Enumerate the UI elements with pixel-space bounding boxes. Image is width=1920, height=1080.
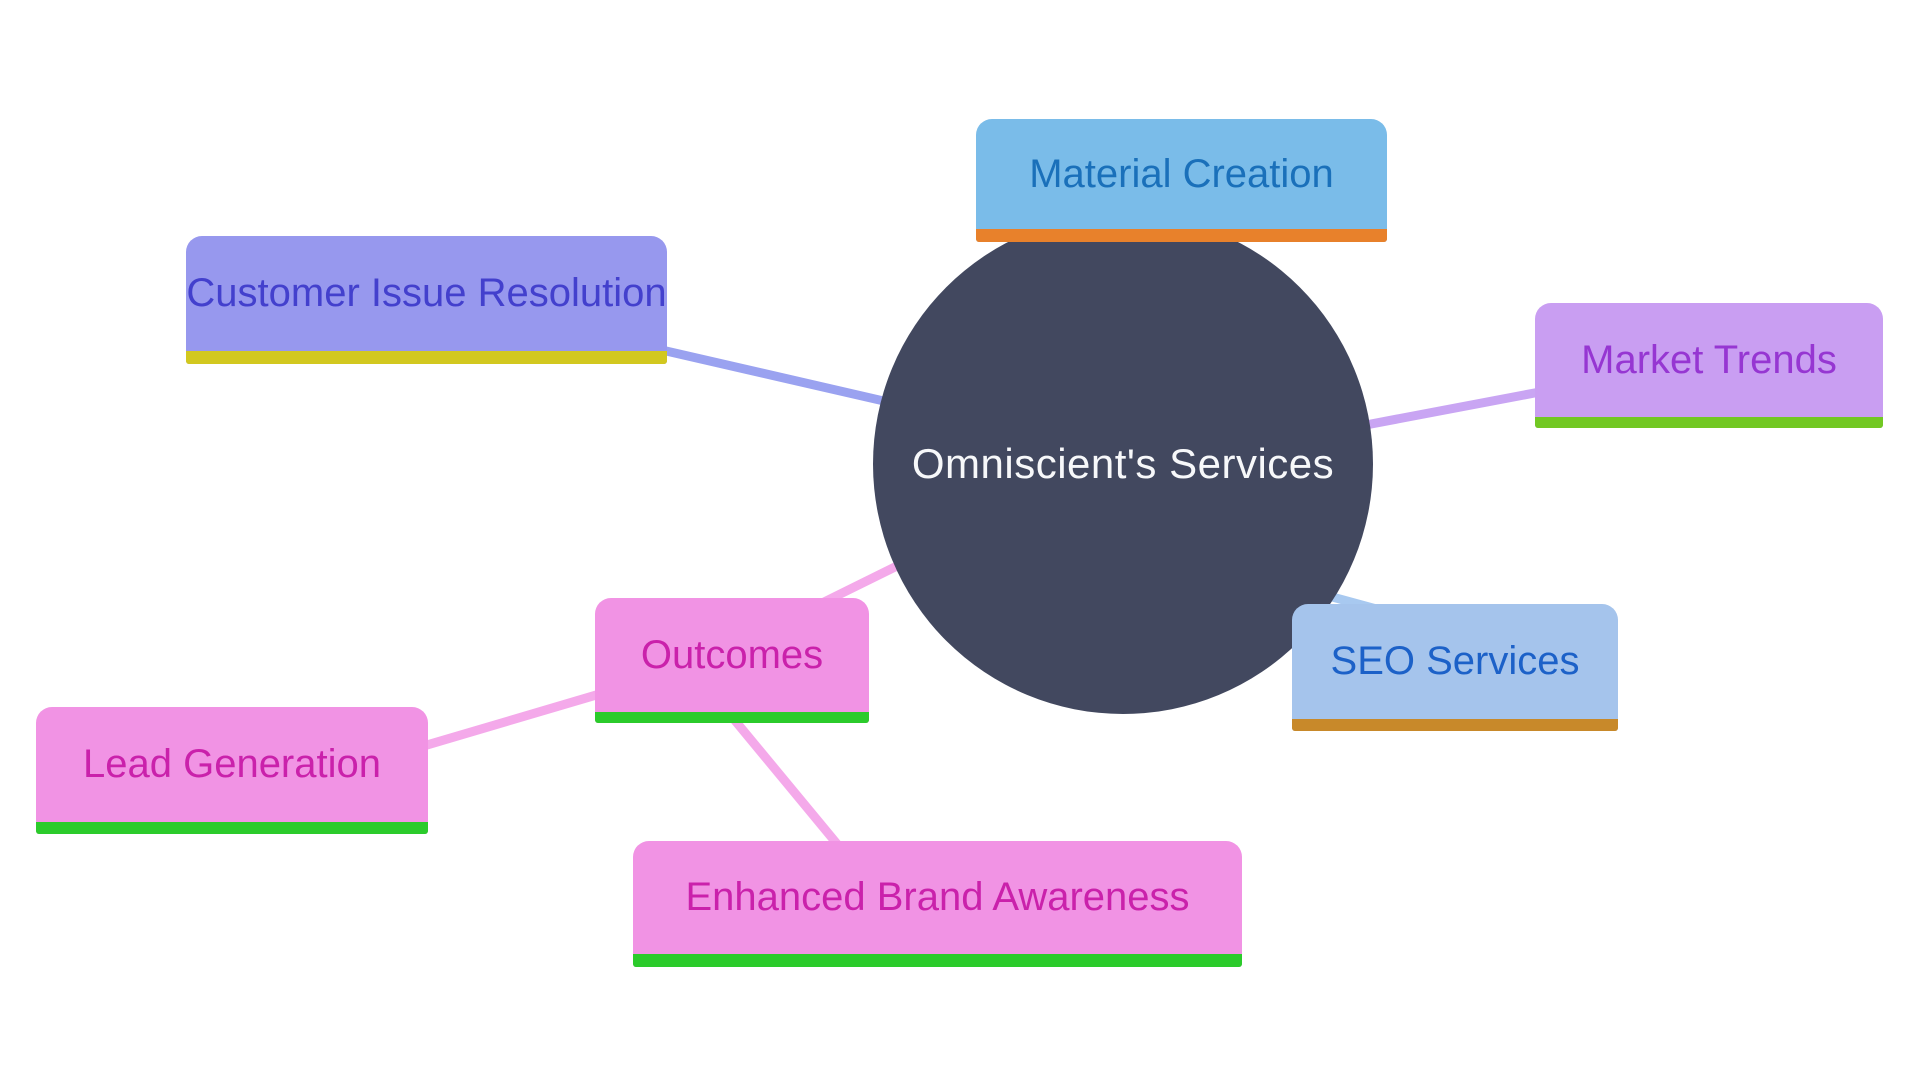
node-seo-services[interactable]: SEO Services xyxy=(1292,604,1618,731)
edge-central-market-trends xyxy=(1349,386,1546,433)
node-outcomes-label: Outcomes xyxy=(640,632,824,677)
central-node-label: Omniscient's Services xyxy=(911,440,1335,487)
node-material-creation-accent-bar xyxy=(976,229,1387,242)
node-customer-issue-resolution-accent-bar xyxy=(186,351,667,364)
node-customer-issue-resolution[interactable]: Customer Issue Resolution xyxy=(186,236,667,364)
node-customer-issue-resolution-label: Customer Issue Resolution xyxy=(186,271,667,315)
node-material-creation-label: Material Creation xyxy=(1029,151,1334,196)
node-enhanced-brand-awareness[interactable]: Enhanced Brand Awareness xyxy=(633,841,1242,967)
node-market-trends[interactable]: Market Trends xyxy=(1535,303,1883,428)
node-enhanced-brand-awareness-accent-bar xyxy=(633,954,1242,967)
node-lead-generation[interactable]: Lead Generation xyxy=(36,707,428,834)
edge-outcomes-lead-generation xyxy=(408,683,622,755)
central-node-omniscients-services[interactable]: Omniscient's Services xyxy=(873,214,1373,714)
node-enhanced-brand-awareness-label: Enhanced Brand Awareness xyxy=(685,875,1190,919)
node-lead-generation-label: Lead Generation xyxy=(82,742,381,786)
node-lead-generation-accent-bar xyxy=(36,822,428,834)
node-outcomes-accent-bar xyxy=(595,712,869,723)
node-material-creation[interactable]: Material Creation xyxy=(976,119,1387,242)
node-market-trends-label: Market Trends xyxy=(1581,337,1837,382)
node-market-trends-accent-bar xyxy=(1535,417,1883,428)
edge-outcomes-enhanced-brand-awareness xyxy=(714,697,856,865)
node-outcomes[interactable]: Outcomes xyxy=(595,598,869,723)
node-seo-services-label: SEO Services xyxy=(1330,639,1580,683)
node-seo-services-accent-bar xyxy=(1292,719,1618,731)
